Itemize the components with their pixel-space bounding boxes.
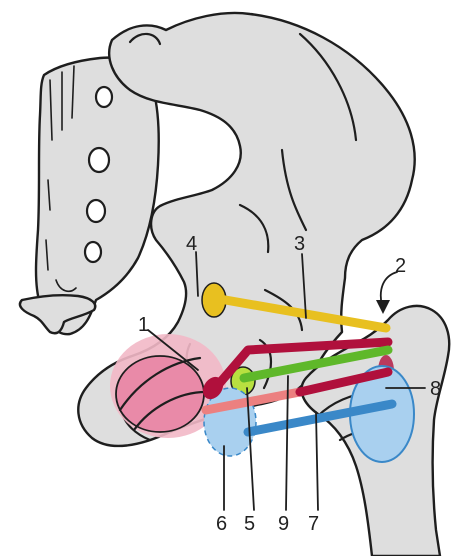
label-4: 4 <box>186 233 197 255</box>
label-7: 7 <box>308 513 319 535</box>
sacrum <box>20 58 159 335</box>
label-2: 2 <box>395 255 406 277</box>
sacral-foramen <box>87 200 105 222</box>
label-3: 3 <box>294 233 305 255</box>
sacral-foramen <box>96 87 112 107</box>
label-5: 5 <box>244 513 255 535</box>
sacral-foramen <box>85 242 101 262</box>
label-9: 9 <box>278 513 289 535</box>
label-1: 1 <box>138 314 149 336</box>
sacral-foramen <box>89 148 109 172</box>
arrowhead-2 <box>376 300 390 314</box>
label-8: 8 <box>430 378 441 400</box>
leader-7 <box>316 412 318 510</box>
label-6: 6 <box>216 513 227 535</box>
